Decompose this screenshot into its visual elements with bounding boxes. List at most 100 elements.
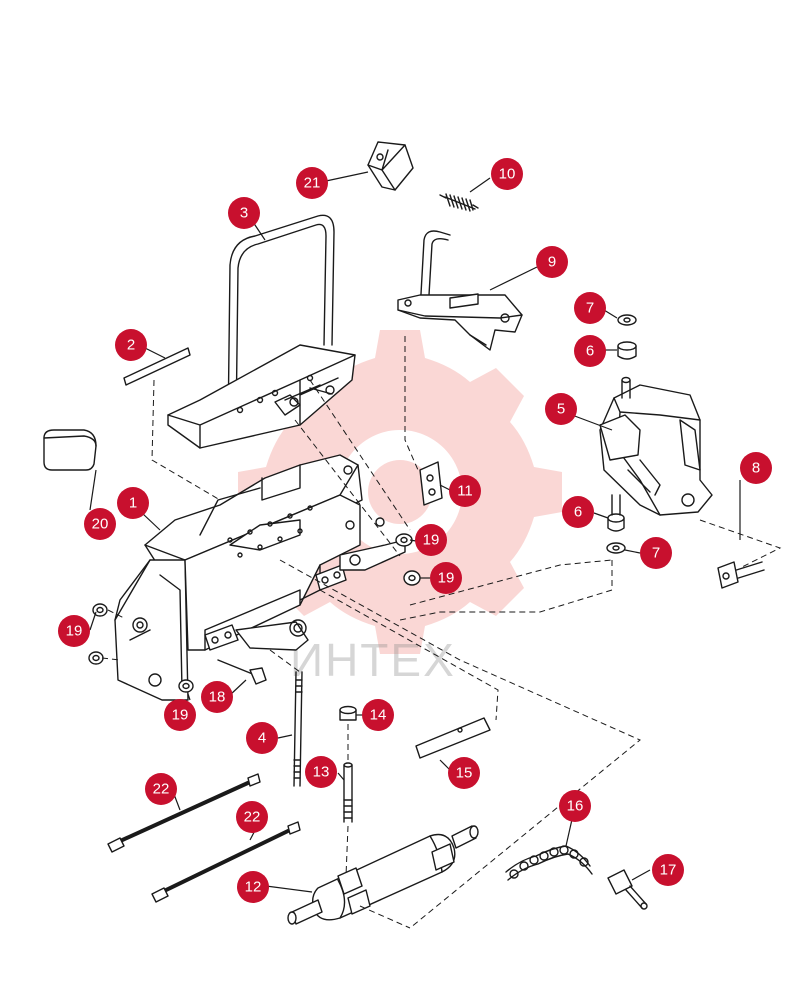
- part-12-shaft: [287, 825, 479, 925]
- callout-8-label: 8: [752, 460, 760, 477]
- callout-7-bottom-badge: [640, 537, 672, 569]
- part-20-pad: [43, 429, 97, 471]
- part-7-6-washers: [606, 314, 637, 554]
- callout-17: 17: [652, 854, 684, 886]
- callout-19-d-label: 19: [172, 707, 189, 724]
- part-11-plate: [419, 461, 443, 506]
- callout-22-a-label: 22: [153, 781, 170, 798]
- callout-12: 12: [237, 871, 269, 903]
- callout-leaders: [89, 171, 741, 893]
- callout-19-c-label: 19: [66, 623, 83, 640]
- callout-17-label: 17: [660, 862, 677, 879]
- part-13-stud: [343, 762, 353, 823]
- callout-19-a: 19: [415, 524, 447, 556]
- callout-8-badge: [740, 452, 772, 484]
- part-1-main-frame: [114, 454, 406, 701]
- callout-6-bottom-label: 6: [574, 504, 582, 521]
- part-9-lever-bracket: [397, 230, 523, 351]
- callout-1-badge: [117, 487, 149, 519]
- callout-17-badge: [652, 854, 684, 886]
- callout-2: 2: [115, 329, 147, 361]
- part-3-handle-frame: [167, 214, 356, 449]
- part-14-nut: [339, 705, 357, 721]
- callout-6-top-label: 6: [586, 343, 594, 360]
- callout-19-a-label: 19: [423, 532, 440, 549]
- callout-22-a-badge: [145, 773, 177, 805]
- callout-16-badge: [559, 790, 591, 822]
- part-10-spring: [439, 193, 479, 212]
- callout-4-label: 4: [258, 730, 266, 747]
- callout-15: 15: [448, 757, 480, 789]
- part-15-plate: [415, 717, 491, 759]
- callout-21-label: 21: [304, 175, 321, 192]
- callout-16: 16: [559, 790, 591, 822]
- callout-2-label: 2: [127, 337, 135, 354]
- callout-20-label: 20: [92, 516, 109, 533]
- callout-19-c: 19: [58, 615, 90, 647]
- callout-11-label: 11: [457, 483, 473, 500]
- callout-5: 5: [545, 393, 577, 425]
- part-16-chain: [505, 845, 593, 881]
- callout-1-label: 1: [129, 495, 137, 512]
- callout-15-badge: [448, 757, 480, 789]
- callout-7-top-label: 7: [586, 300, 594, 317]
- callout-7-top: 7: [574, 292, 606, 324]
- part-5-latch: [599, 376, 713, 516]
- callout-12-badge: [237, 871, 269, 903]
- callout-11: 11: [449, 475, 481, 507]
- callout-2-badge: [115, 329, 147, 361]
- callout-8: 8: [740, 452, 772, 484]
- watermark-text: ИНТЕХ: [290, 634, 456, 686]
- callout-9-badge: [536, 246, 568, 278]
- part-17-connector: [607, 869, 648, 910]
- callout-1: 1: [117, 487, 149, 519]
- callout-6-top: 6: [574, 335, 606, 367]
- callout-18-label: 18: [209, 689, 226, 706]
- callout-19-c-badge: [58, 615, 90, 647]
- callout-14-badge: [362, 699, 394, 731]
- callout-19-b: 19: [430, 562, 462, 594]
- callout-19-b-badge: [430, 562, 462, 594]
- part-19-bushings: [88, 533, 421, 693]
- callout-13-badge: [305, 756, 337, 788]
- callout-22-b: 22: [236, 801, 268, 833]
- callout-11-badge: [449, 475, 481, 507]
- callout-9: 9: [536, 246, 568, 278]
- callout-14-label: 14: [370, 707, 387, 724]
- callout-15-label: 15: [456, 765, 473, 782]
- callout-5-label: 5: [557, 401, 565, 418]
- callout-14: 14: [362, 699, 394, 731]
- watermark: ИНТЕХ: [238, 330, 562, 686]
- part-18-bolt: [217, 659, 267, 685]
- callout-13: 13: [305, 756, 337, 788]
- callout-19-b-label: 19: [438, 570, 455, 587]
- callout-9-label: 9: [548, 254, 556, 271]
- assembly-lines: [101, 336, 782, 929]
- callout-19-d-badge: [164, 699, 196, 731]
- callout-16-label: 16: [567, 798, 584, 815]
- callout-19-d: 19: [164, 699, 196, 731]
- part-2-plate: [123, 347, 191, 386]
- callout-4-badge: [246, 722, 278, 754]
- callout-22-b-badge: [236, 801, 268, 833]
- part-4-rod: [293, 671, 303, 787]
- part-8-pin: [717, 561, 765, 589]
- callout-12-label: 12: [245, 879, 262, 896]
- callout-3-label: 3: [240, 205, 248, 222]
- callout-3: 3: [228, 197, 260, 229]
- callout-21: 21: [296, 167, 328, 199]
- callout-4: 4: [246, 722, 278, 754]
- callout-6-bottom-badge: [562, 496, 594, 528]
- callout-7-bottom-label: 7: [652, 545, 660, 562]
- part-drawings: [43, 141, 782, 929]
- callout-21-badge: [296, 167, 328, 199]
- callout-3-badge: [228, 197, 260, 229]
- callout-6-top-badge: [574, 335, 606, 367]
- callouts: 21 10 3 9 7 2 6 5 8 11 1 6 20 19 7 19 19…: [58, 158, 772, 903]
- callout-22-a: 22: [145, 773, 177, 805]
- callout-10: 10: [491, 158, 523, 190]
- callout-6-bottom: 6: [562, 496, 594, 528]
- callout-7-bottom: 7: [640, 537, 672, 569]
- callout-10-badge: [491, 158, 523, 190]
